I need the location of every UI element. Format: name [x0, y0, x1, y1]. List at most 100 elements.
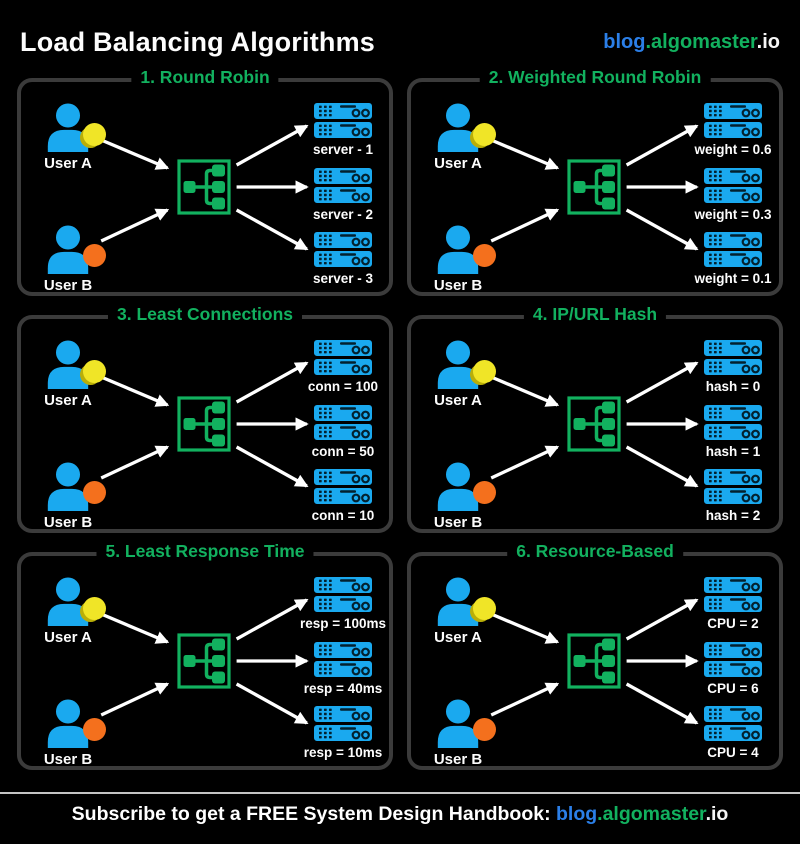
request-badge-orange-icon: [473, 718, 496, 741]
network-tree-icon: [177, 159, 231, 215]
rack-server-icon: [313, 404, 373, 422]
network-tree-icon: [567, 159, 621, 215]
rack-server-icon: [313, 705, 373, 723]
server-stack: resp = 100ms: [283, 576, 403, 631]
rack-server-icon: [703, 358, 763, 376]
server-stack: conn = 10: [283, 468, 403, 523]
rack-server-icon: [703, 231, 763, 249]
server-label: conn = 50: [311, 444, 375, 459]
server-stack: server - 1: [283, 102, 403, 157]
user-b-label: User B: [43, 751, 93, 768]
algorithm-panel: 6. Resource-Based User A User B CPU = 2: [407, 541, 783, 770]
rack-server-icon: [703, 641, 763, 659]
user-b-label: User B: [433, 751, 483, 768]
server-label: CPU = 6: [707, 681, 759, 696]
request-badge-yellow-icon: [473, 597, 496, 620]
request-badge-yellow-icon: [83, 597, 106, 620]
server-stack: conn = 50: [283, 404, 403, 459]
rack-server-icon: [313, 468, 373, 486]
server-stack: CPU = 6: [673, 641, 793, 696]
rack-server-icon: [703, 186, 763, 204]
server-label: server - 1: [312, 142, 374, 157]
rack-server-icon: [703, 404, 763, 422]
server-stack: server - 3: [283, 231, 403, 286]
footer-url-algomaster: .algomaster: [597, 803, 706, 825]
network-tree-icon: [177, 396, 231, 452]
user-a-label: User A: [434, 155, 482, 172]
rack-server-icon: [703, 423, 763, 441]
footer-url-blog: blog: [556, 803, 598, 825]
rack-server-icon: [703, 576, 763, 594]
server-label: hash = 0: [705, 379, 761, 394]
rack-server-icon: [703, 660, 763, 678]
server-stack: hash = 1: [673, 404, 793, 459]
request-badge-yellow-icon: [83, 123, 106, 146]
server-stack: weight = 0.6: [673, 102, 793, 157]
header: Load Balancing Algorithms blog.algomaste…: [0, 0, 800, 78]
rack-server-icon: [313, 641, 373, 659]
request-badge-orange-icon: [473, 244, 496, 267]
panel-title: 2. Weighted Round Robin: [479, 67, 711, 88]
request-badge-yellow-icon: [473, 123, 496, 146]
request-badge-orange-icon: [83, 481, 106, 504]
user-a-label: User A: [434, 629, 482, 646]
rack-server-icon: [313, 576, 373, 594]
site-url-io: .io: [756, 30, 780, 53]
server-label: weight = 0.6: [694, 142, 772, 157]
server-stack: resp = 40ms: [283, 641, 403, 696]
rack-server-icon: [313, 724, 373, 742]
user-b-label: User B: [433, 514, 483, 531]
rack-server-icon: [313, 660, 373, 678]
footer-cta: Subscribe to get a FREE System Design Ha…: [0, 794, 800, 826]
flow-arrows: [490, 124, 699, 251]
network-tree-icon: [567, 633, 621, 689]
user-a-label: User A: [44, 155, 92, 172]
rack-server-icon: [703, 724, 763, 742]
server-label: weight = 0.1: [694, 271, 772, 286]
panel-title: 3. Least Connections: [107, 304, 303, 325]
server-label: conn = 10: [311, 508, 375, 523]
site-url-algomaster: .algomaster: [645, 30, 757, 53]
server-stack: conn = 100: [283, 339, 403, 394]
load-balancer-icon: [567, 159, 621, 215]
user-a: User A: [415, 339, 501, 409]
panel-title: 6. Resource-Based: [507, 541, 683, 562]
site-url: blog.algomaster.io: [603, 31, 780, 54]
rack-server-icon: [313, 595, 373, 613]
load-balancer-icon: [567, 396, 621, 452]
flow-arrows: [490, 361, 699, 488]
rack-server-icon: [313, 250, 373, 268]
server-label: server - 2: [312, 207, 374, 222]
server-label: CPU = 4: [707, 745, 759, 760]
server-stack: server - 2: [283, 167, 403, 222]
server-stack: weight = 0.1: [673, 231, 793, 286]
server-stack: hash = 0: [673, 339, 793, 394]
request-badge-orange-icon: [473, 481, 496, 504]
server-label: resp = 100ms: [300, 616, 386, 631]
server-stack: resp = 10ms: [283, 705, 403, 760]
server-stack: weight = 0.3: [673, 167, 793, 222]
rack-server-icon: [703, 595, 763, 613]
rack-server-icon: [313, 423, 373, 441]
algorithm-panel: 1. Round Robin User A User B server - 1: [17, 67, 393, 296]
user-a: User A: [25, 339, 111, 409]
algorithm-panel: 3. Least Connections User A User B conn …: [17, 304, 393, 533]
server-label: server - 3: [312, 271, 374, 286]
algorithm-panel: 4. IP/URL Hash User A User B hash = 0: [407, 304, 783, 533]
server-label: resp = 40ms: [303, 681, 383, 696]
footer-divider: [0, 792, 800, 794]
algorithm-panel: 2. Weighted Round Robin User A User B we…: [407, 67, 783, 296]
rack-server-icon: [703, 339, 763, 357]
rack-server-icon: [313, 487, 373, 505]
user-b: User B: [25, 698, 111, 768]
load-balancer-icon: [177, 396, 231, 452]
user-b: User B: [415, 698, 501, 768]
rack-server-icon: [313, 339, 373, 357]
rack-server-icon: [313, 167, 373, 185]
user-a: User A: [415, 576, 501, 646]
panel-title: 1. Round Robin: [131, 67, 279, 88]
network-tree-icon: [177, 633, 231, 689]
server-stack: CPU = 4: [673, 705, 793, 760]
user-b: User B: [415, 461, 501, 531]
load-balancer-icon: [177, 633, 231, 689]
